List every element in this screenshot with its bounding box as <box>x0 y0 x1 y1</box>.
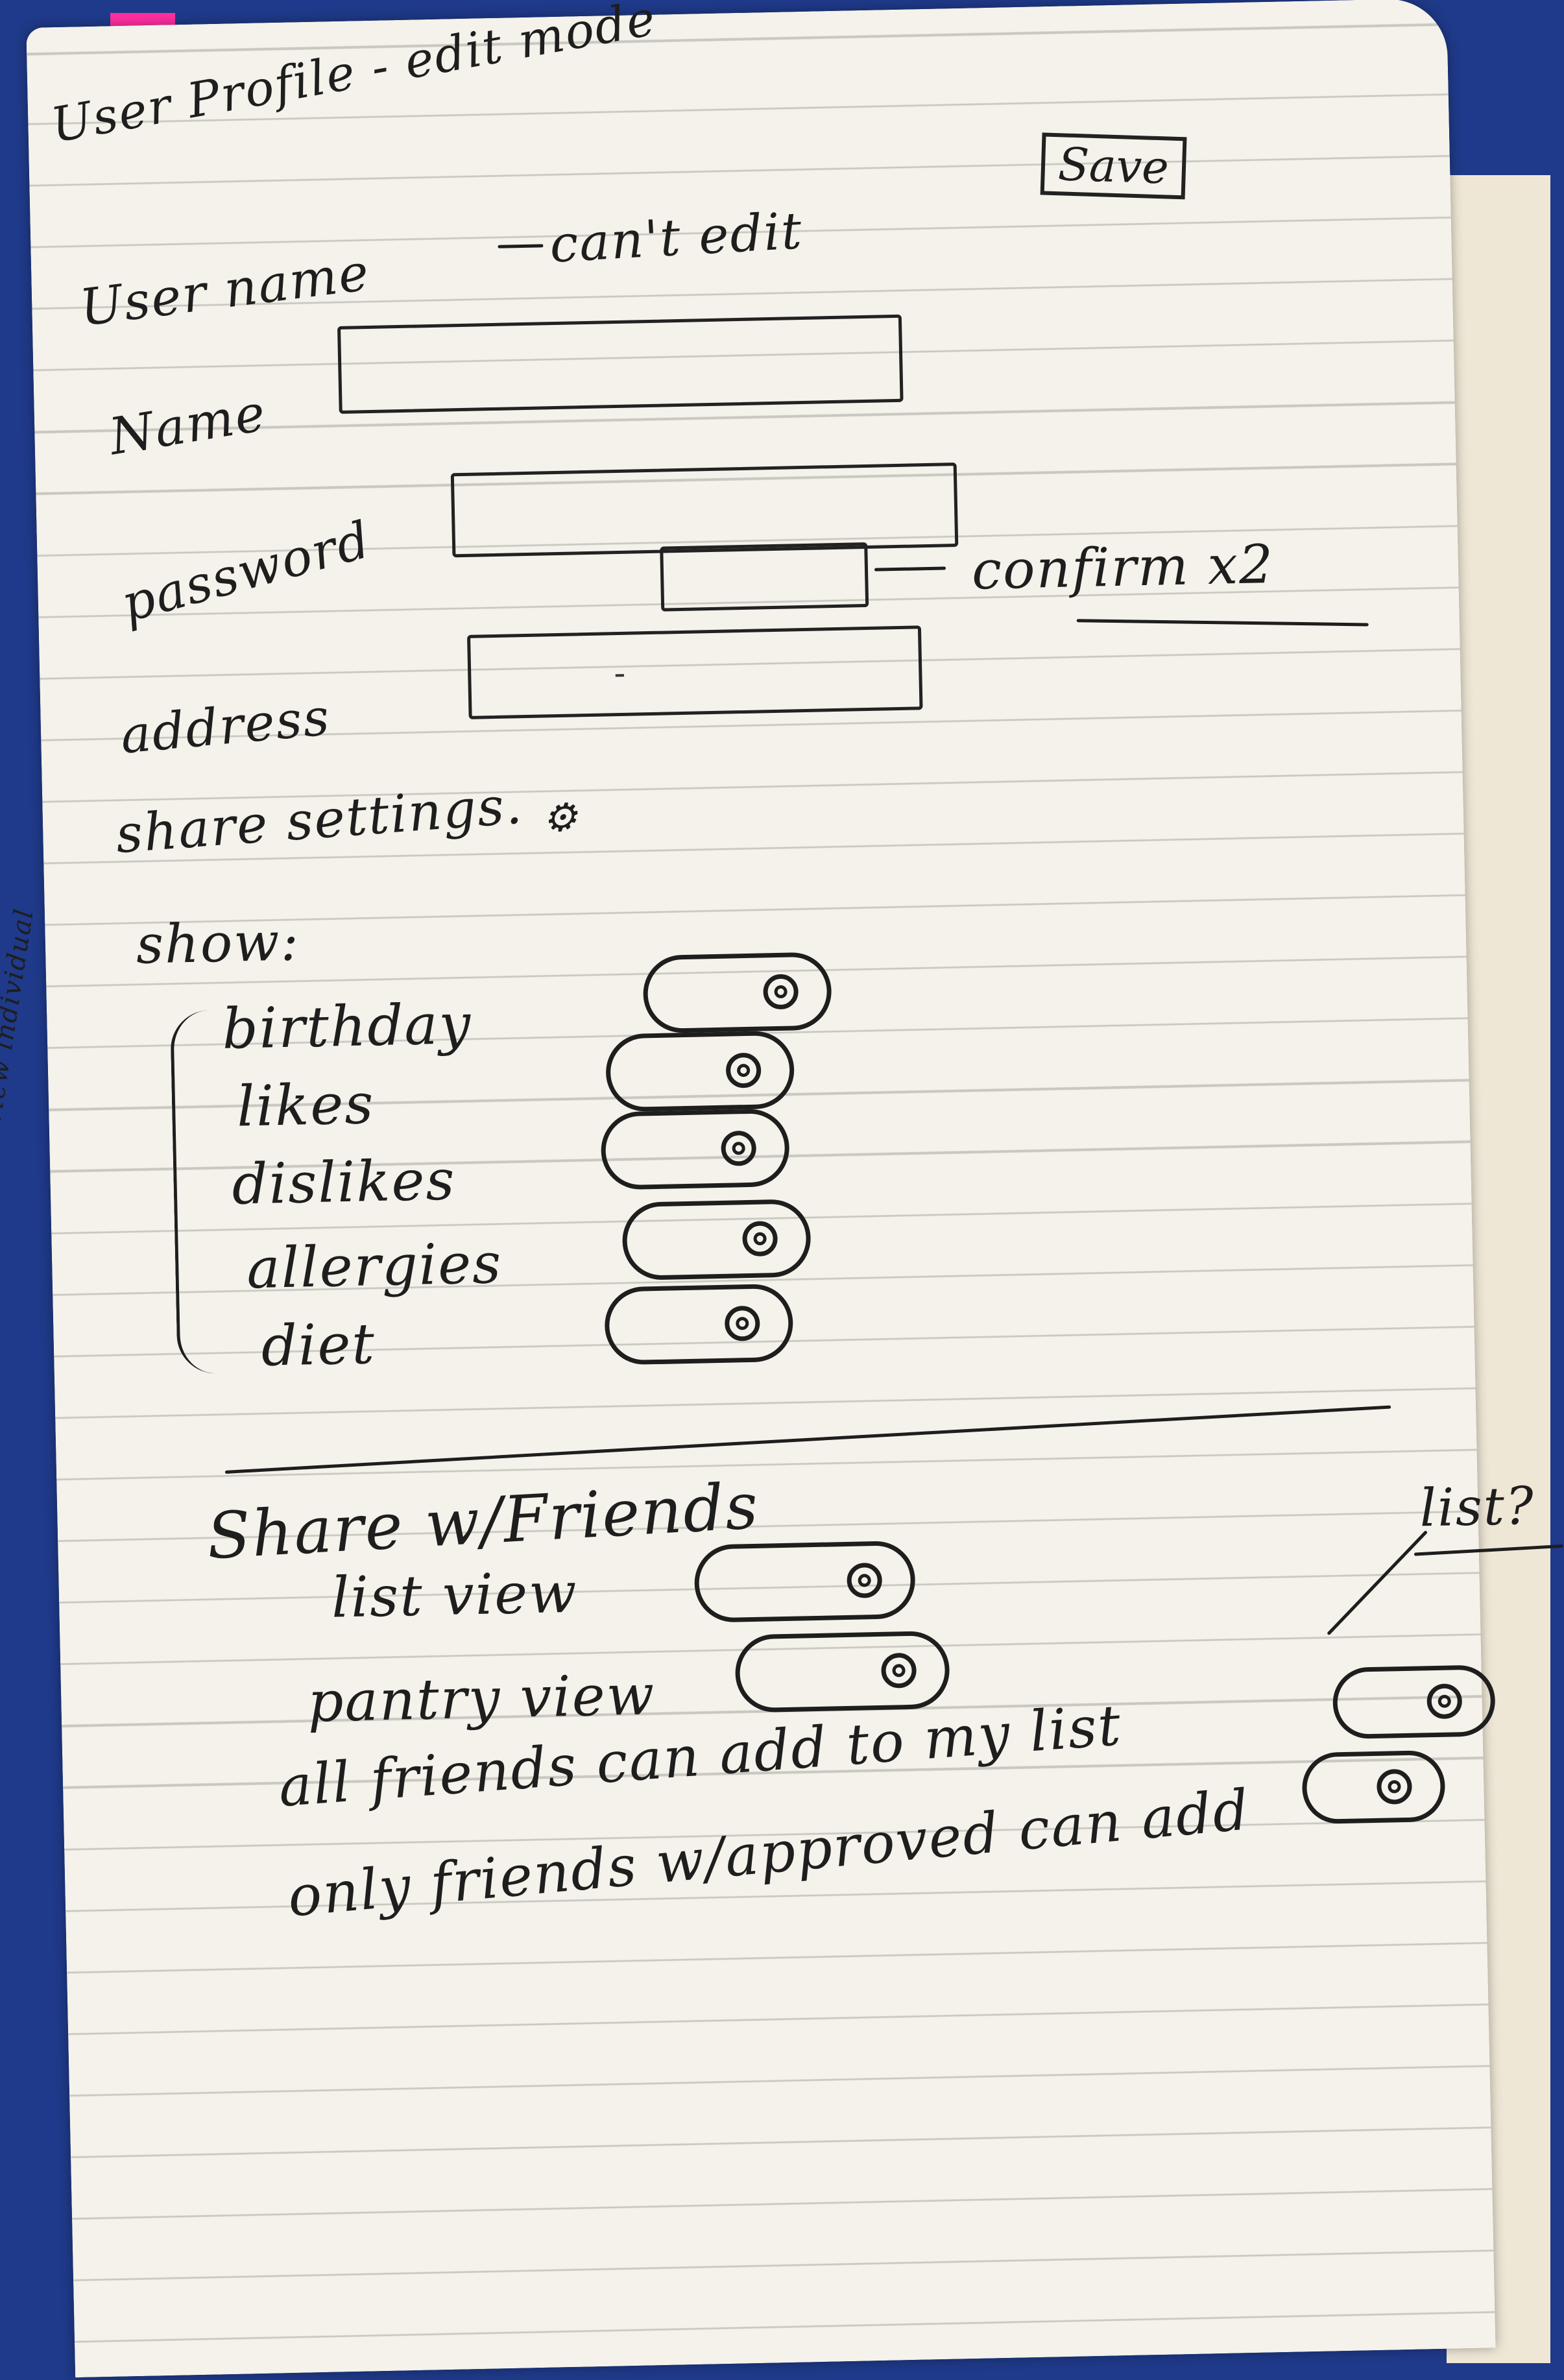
toggle-knob <box>1426 1683 1463 1720</box>
show-bracket <box>170 1010 220 1375</box>
toggle-diet[interactable] <box>604 1283 794 1365</box>
toggle-only-approved[interactable] <box>1301 1749 1446 1825</box>
toggle-knob <box>1376 1768 1413 1805</box>
toggle-list-view[interactable] <box>693 1540 916 1623</box>
friends-item-list-view: list view <box>330 1560 579 1631</box>
toggle-likes[interactable] <box>605 1030 795 1112</box>
toggle-knob <box>742 1221 778 1257</box>
password-confirm-field[interactable] <box>660 542 869 612</box>
side-note: should have view individual <box>0 906 40 1306</box>
show-item-dislikes: dislikes <box>231 1148 457 1218</box>
toggle-knob <box>724 1305 760 1341</box>
toggle-allergies[interactable] <box>621 1199 812 1281</box>
show-item-diet: diet <box>260 1312 376 1379</box>
address-value: - <box>613 654 626 693</box>
toggle-knob <box>847 1562 883 1598</box>
show-item-likes: likes <box>236 1072 376 1140</box>
section-divider <box>224 1405 1391 1474</box>
password-label: password <box>115 511 378 634</box>
address-field[interactable]: - <box>466 625 923 719</box>
toggle-all-friends[interactable] <box>1332 1665 1496 1740</box>
name-label: Name <box>105 383 271 467</box>
friends-list-note: list? <box>1419 1475 1535 1539</box>
friends-item-pantry-view: pantry view <box>307 1663 656 1735</box>
show-item-allergies: allergies <box>246 1231 503 1302</box>
toggle-knob <box>721 1130 757 1166</box>
name-field[interactable] <box>337 314 904 414</box>
username-note: can't edit <box>548 202 804 274</box>
arrow-down-left-icon <box>1327 1530 1428 1636</box>
arrow-left-icon <box>498 244 544 248</box>
show-item-birthday: birthday <box>221 991 473 1062</box>
confirm-underline <box>1076 619 1369 627</box>
confirm-note: confirm x2 <box>971 533 1275 602</box>
toggle-knob <box>763 974 799 1010</box>
save-button[interactable]: Save <box>1040 132 1187 200</box>
show-label: show: <box>135 911 300 976</box>
toggle-knob <box>725 1052 762 1088</box>
friends-heading: Share w/Friends <box>205 1469 762 1574</box>
password-field[interactable] <box>450 463 959 558</box>
toggle-dislikes[interactable] <box>600 1108 790 1190</box>
share-settings-heading: share settings. <box>114 775 525 865</box>
username-label: User name <box>77 243 374 338</box>
gear-icon: ⚙ <box>542 795 579 841</box>
toggle-birthday[interactable] <box>642 952 832 1034</box>
toggle-knob <box>881 1652 917 1689</box>
arrow-left-icon <box>874 566 946 571</box>
address-label: address <box>118 688 333 765</box>
toggle-pantry-view[interactable] <box>734 1630 950 1713</box>
